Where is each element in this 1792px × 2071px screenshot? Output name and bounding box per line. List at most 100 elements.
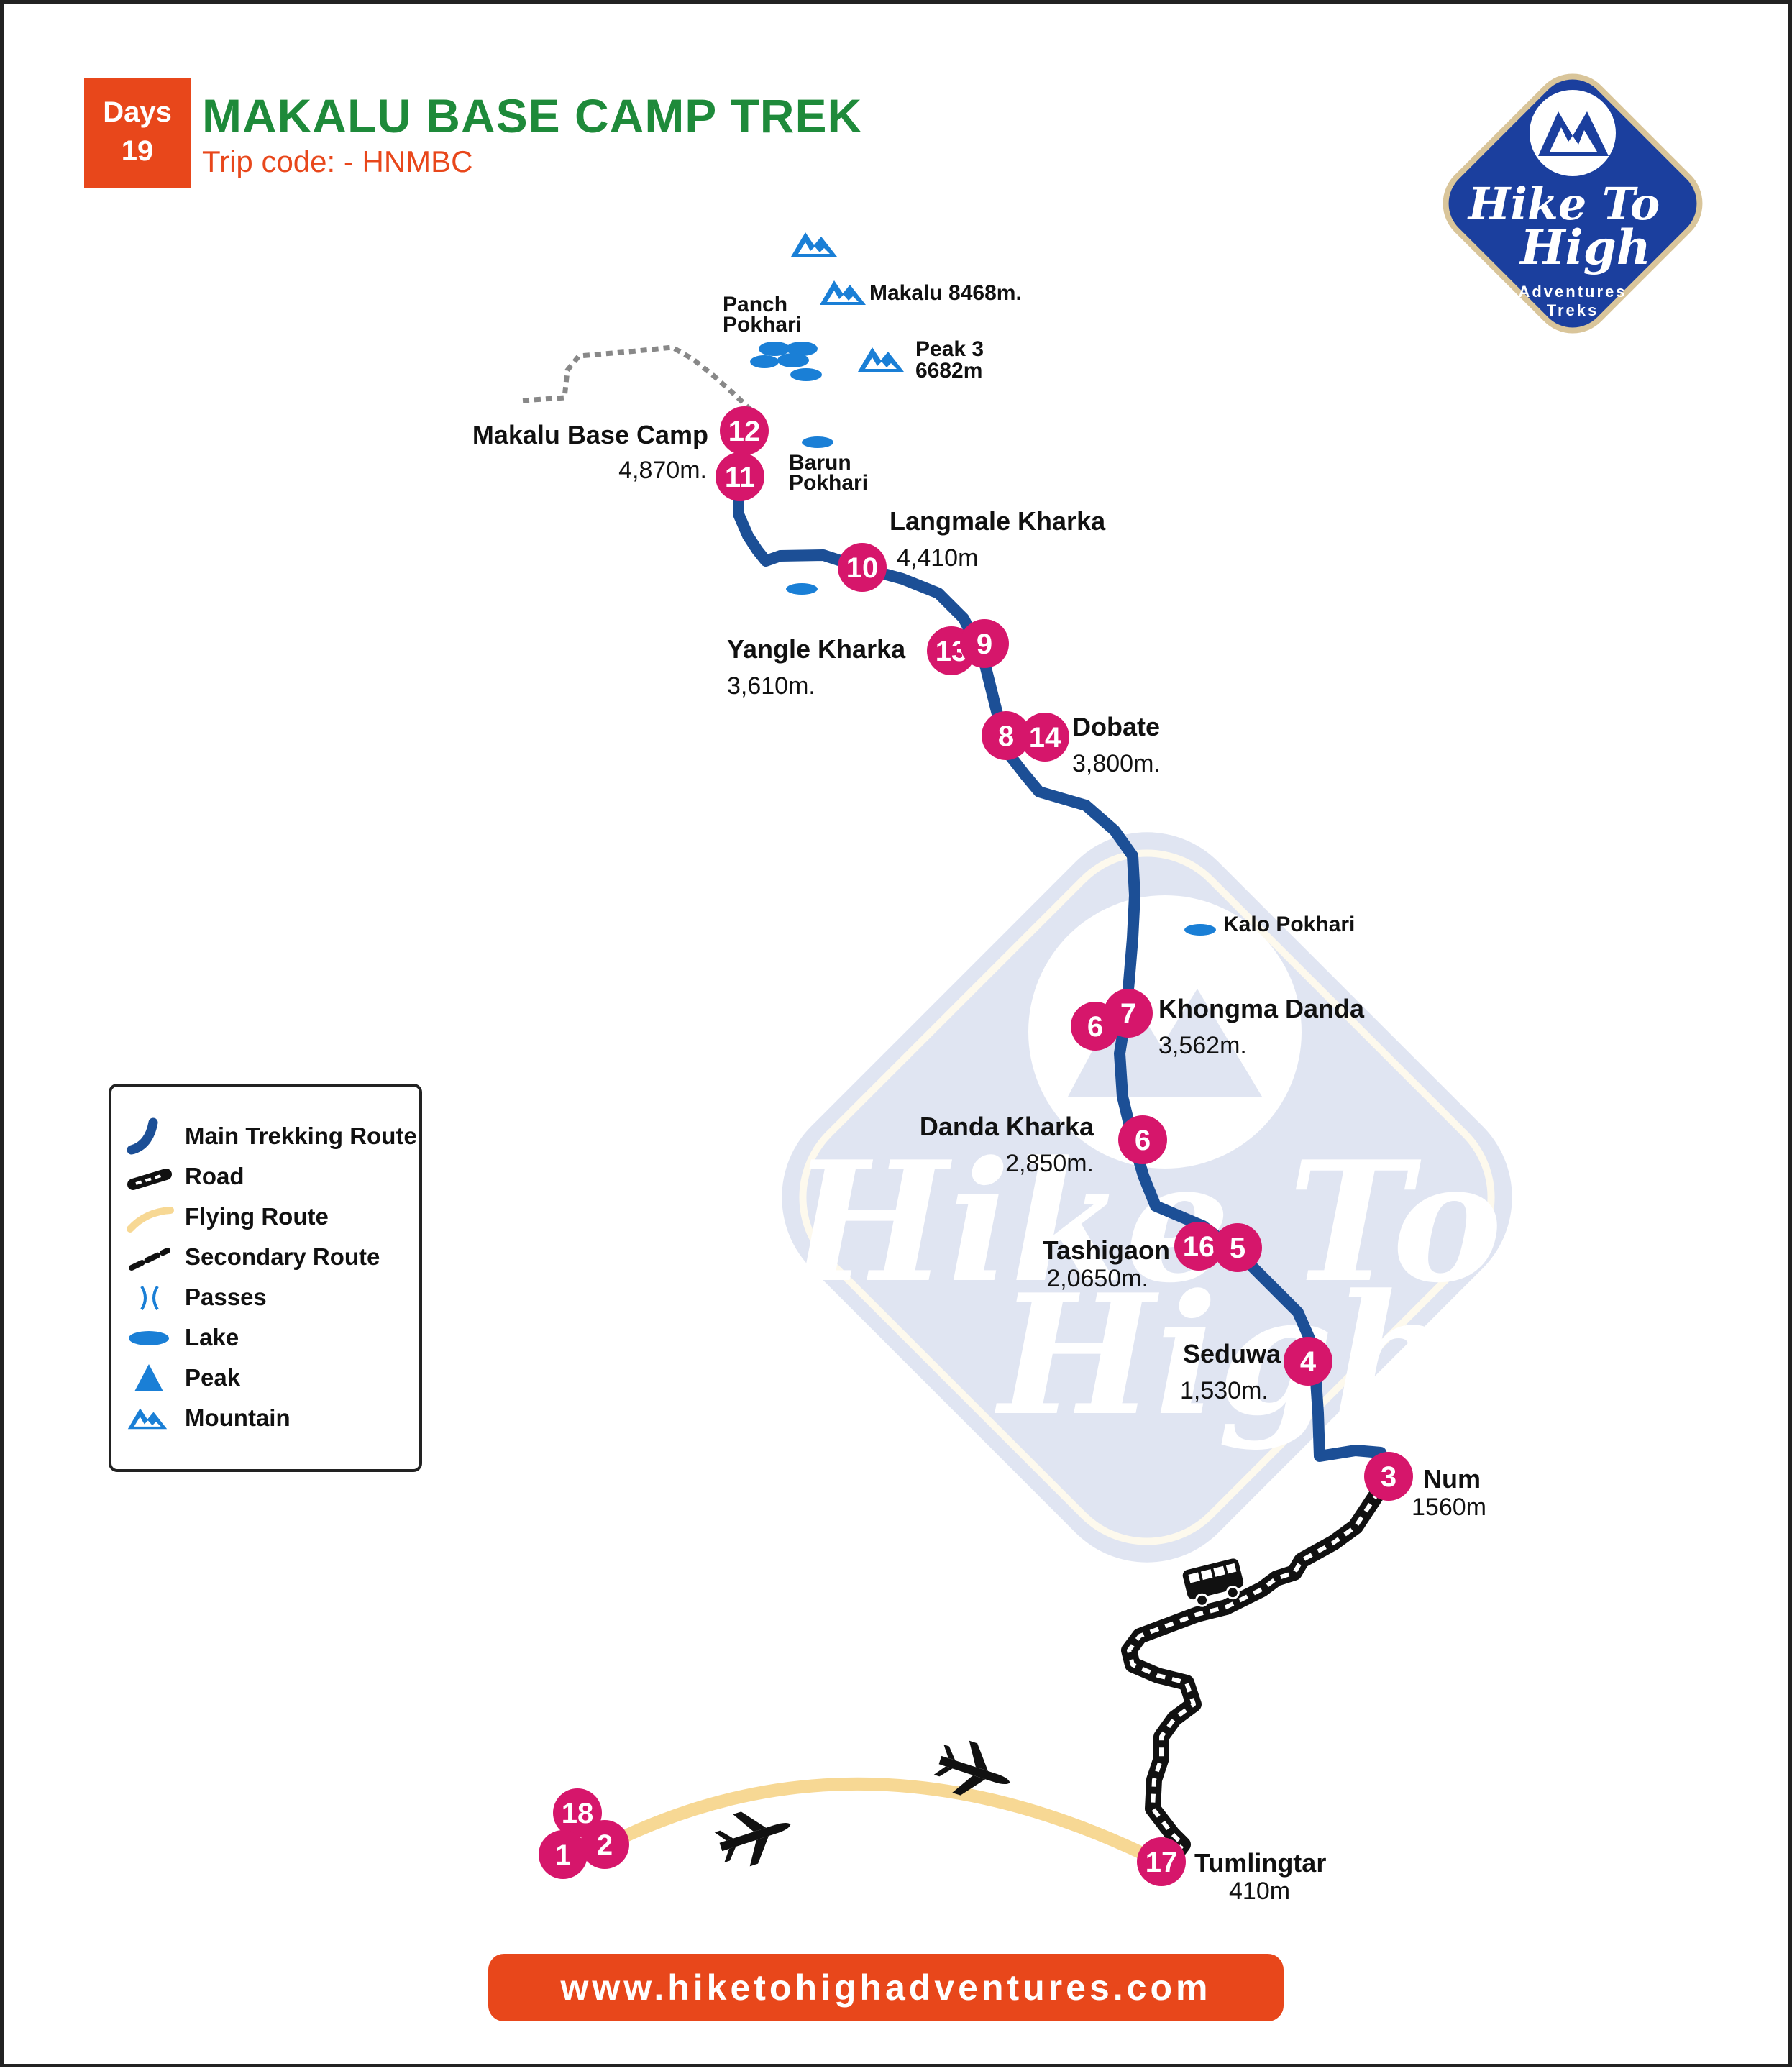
alt-langmale-kharka: 4,410m: [897, 544, 978, 572]
alt-dobate: 3,800m.: [1072, 750, 1161, 777]
legend-label: Secondary Route: [185, 1243, 380, 1270]
mountain-icon: [791, 232, 837, 257]
days-badge: Days 19: [84, 78, 191, 188]
marker-12: 12: [720, 406, 769, 455]
marker-11: 11: [716, 452, 764, 501]
lake-icon: [129, 1331, 169, 1345]
svg-text:6: 6: [1135, 1125, 1151, 1156]
marker-10: 10: [838, 543, 887, 592]
legend-label: Main Trekking Route: [185, 1123, 417, 1149]
marker-1: 1: [539, 1830, 588, 1879]
marker-2: 2: [580, 1820, 629, 1869]
svg-text:Hike To: Hike To: [1467, 178, 1660, 230]
svg-text:10: 10: [846, 552, 879, 584]
alt-num: 1560m: [1412, 1494, 1486, 1521]
website-link[interactable]: www.hiketohighadventures.com: [488, 1954, 1284, 2021]
alt-makalu-base-camp: 4,870m.: [618, 457, 707, 484]
svg-text:High: High: [995, 1258, 1454, 1453]
marker-17: 17: [1137, 1837, 1186, 1886]
kalo-pokhari-lake: [1184, 924, 1216, 936]
svg-text:7: 7: [1120, 998, 1136, 1030]
road-icon: [127, 1169, 172, 1190]
svg-text:2: 2: [597, 1829, 613, 1861]
label-peak3-alt: 6682m: [915, 359, 982, 383]
legend-peak: Peak: [124, 1358, 412, 1399]
svg-text:17: 17: [1146, 1847, 1178, 1878]
marker-18: 18: [553, 1788, 602, 1837]
alt-seduwa: 1,530m.: [1180, 1377, 1268, 1404]
label-yangle-kharka: Yangle Kharka: [727, 634, 906, 664]
marker-7: 7: [1104, 989, 1153, 1038]
label-panch-pokhari-2: Pokhari: [723, 313, 802, 337]
lake-small: [786, 583, 818, 595]
svg-text:5: 5: [1230, 1233, 1245, 1264]
marker-9: 9: [960, 619, 1009, 668]
svg-text:High: High: [1519, 219, 1651, 275]
secondary-route: [522, 344, 754, 413]
alt-danda-kharka: 2,850m.: [1005, 1150, 1094, 1177]
label-tashigaon: Tashigaon: [1043, 1235, 1170, 1265]
legend-secondary-route: Secondary Route: [124, 1238, 412, 1278]
label-num: Num: [1423, 1464, 1481, 1494]
svg-text:Adventures: Adventures: [1518, 283, 1627, 301]
legend-passes: Passes: [124, 1278, 412, 1318]
label-makalu: Makalu 8468m.: [869, 281, 1022, 305]
label-panch-pokhari: Panch: [723, 293, 787, 316]
legend-flying-route: Flying Route: [124, 1197, 412, 1238]
marker-8: 8: [982, 711, 1030, 760]
svg-text:9: 9: [977, 628, 992, 660]
mountain-icon: [820, 280, 866, 305]
barun-pokhari-lake: [802, 436, 833, 448]
svg-text:8: 8: [998, 721, 1014, 752]
marker-4: 4: [1284, 1337, 1332, 1386]
svg-text:12: 12: [728, 416, 761, 447]
label-barun-pokhari-2: Pokhari: [789, 471, 868, 495]
airplane-icon: [933, 1740, 1010, 1796]
svg-text:4: 4: [1300, 1346, 1317, 1378]
panch-pokhari-lakes: [750, 342, 822, 381]
label-peak3: Peak 3: [915, 337, 984, 361]
days-label: Days: [103, 96, 172, 128]
legend-label: Flying Route: [185, 1203, 329, 1230]
svg-text:3: 3: [1381, 1461, 1396, 1493]
svg-text:11: 11: [725, 462, 755, 493]
legend-label: Passes: [185, 1284, 267, 1310]
svg-text:Treks: Treks: [1547, 301, 1599, 319]
marker-5: 5: [1213, 1223, 1262, 1272]
label-danda-kharka: Danda Kharka: [920, 1112, 1094, 1141]
brand-logo: Hike To High Adventures Treks: [1443, 73, 1703, 334]
marker-6-return: 6: [1118, 1115, 1167, 1164]
peak-icon: [134, 1364, 163, 1391]
legend-label: Lake: [185, 1324, 239, 1350]
svg-text:18: 18: [562, 1798, 594, 1829]
marker-16: 16: [1174, 1222, 1223, 1271]
svg-text:6: 6: [1087, 1011, 1103, 1043]
legend-road: Road: [124, 1157, 412, 1197]
label-seduwa: Seduwa: [1183, 1339, 1281, 1368]
pass-icon: [140, 1285, 159, 1311]
alt-tashigaon: 2,0650m.: [1046, 1265, 1148, 1292]
trip-code: Trip code: - HNMBC: [202, 145, 473, 178]
page-title: MAKALU BASE CAMP TREK: [202, 89, 863, 142]
marker-3: 3: [1364, 1452, 1413, 1501]
label-tumlingtar: Tumlingtar: [1194, 1848, 1326, 1878]
legend-label: Road: [185, 1163, 244, 1189]
days-value: 19: [121, 135, 154, 167]
alt-yangle-kharka: 3,610m.: [727, 672, 815, 700]
mountain-icon: [858, 347, 904, 372]
flying-route-icon: [127, 1207, 174, 1233]
alt-tumlingtar: 410m: [1229, 1878, 1290, 1905]
label-makalu-base-camp: Makalu Base Camp: [472, 420, 708, 449]
svg-text:1: 1: [555, 1839, 571, 1871]
marker-14: 14: [1020, 713, 1069, 762]
legend-mountain: Mountain: [124, 1399, 412, 1439]
svg-text:14: 14: [1029, 722, 1061, 754]
airplane-icon: [714, 1811, 791, 1867]
legend-lake: Lake: [124, 1318, 412, 1358]
main-route-icon: [127, 1117, 158, 1155]
label-langmale-kharka: Langmale Kharka: [890, 506, 1106, 536]
bus-icon: [1182, 1558, 1244, 1607]
trek-map: Hike To High: [472, 73, 1703, 1905]
label-kalo-pokhari: Kalo Pokhari: [1223, 913, 1355, 936]
